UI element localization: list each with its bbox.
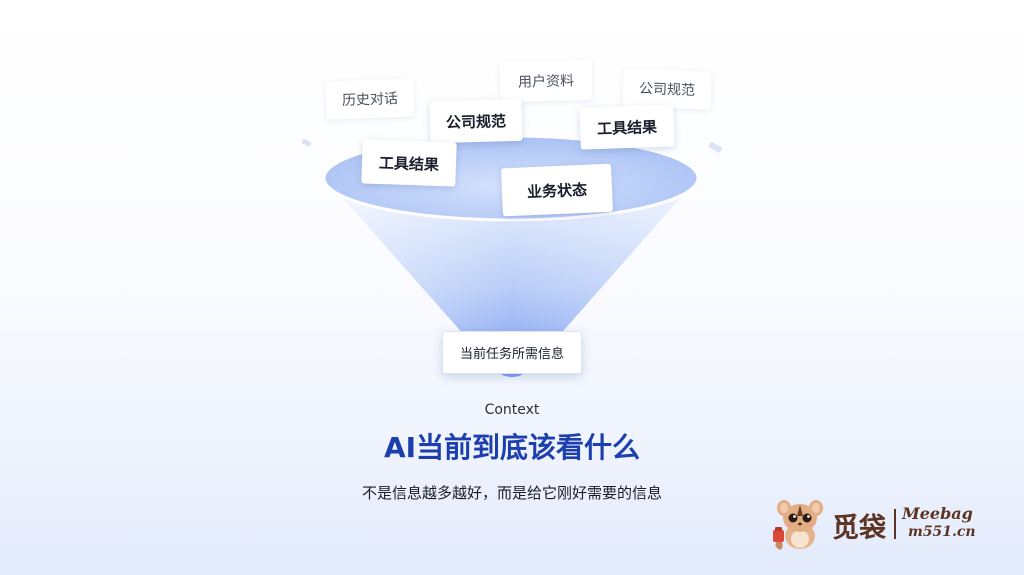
logo-cn-text: 觅袋 [832, 513, 886, 544]
card-business-status: 业务状态 [501, 163, 613, 217]
card-current-task-info: 当前任务所需信息 [442, 331, 582, 374]
subtitle: 不是信息越多越好，而是给它刚好需要的信息 [361, 484, 662, 502]
card-company-policy-faded: 公司规范 [622, 68, 712, 110]
page-title: AI当前到底该看什么 [383, 431, 641, 464]
logo-en-text: Meebag [902, 504, 973, 523]
context-label: Context [484, 402, 540, 418]
card-history-dialog: 历史对话 [325, 78, 415, 120]
card-tool-result-right: 工具结果 [579, 104, 675, 150]
card-tool-result-left: 工具结果 [361, 139, 457, 187]
logo-separator [894, 509, 896, 539]
card-company-policy: 公司规范 [429, 98, 523, 144]
logo-url-text: m551.cn [908, 524, 976, 540]
watermark-logo: 觅袋 Meebag m551.cn [770, 496, 990, 552]
sugar-glider-mascot-icon [773, 500, 823, 550]
card-user-profile: 用户资料 [499, 59, 593, 103]
